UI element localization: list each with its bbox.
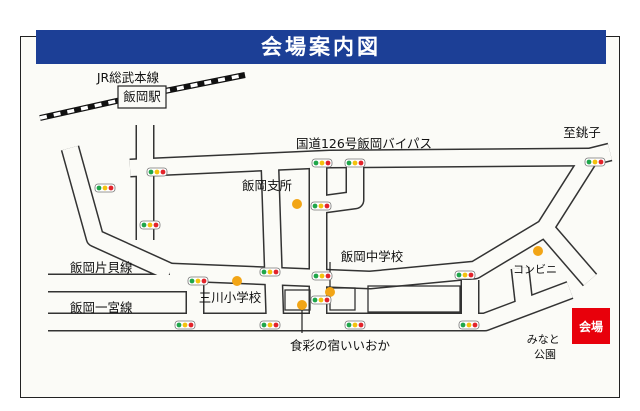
traffic-signal-icon: [174, 320, 196, 330]
traffic-signal-icon: [311, 158, 333, 168]
traffic-signals: [94, 157, 606, 330]
ichinomiya-road-label: 飯岡一宮線: [70, 300, 133, 315]
inn-marker: [297, 300, 307, 310]
park-label-line-2: 公園: [534, 348, 556, 361]
konbini-marker: [533, 246, 543, 256]
junior-high-label: 飯岡中学校: [341, 249, 404, 264]
venue-label: 会場: [579, 319, 603, 334]
traffic-signal-icon: [310, 201, 332, 211]
elementary-marker: [232, 276, 242, 286]
station-label: 飯岡駅: [123, 89, 161, 104]
traffic-signal-icon: [344, 158, 366, 168]
direction-label: 至銚子: [563, 125, 601, 140]
traffic-signal-icon: [187, 276, 209, 286]
page-title: 会場案内図: [36, 30, 606, 64]
inn-label: 食彩の宿いいおか: [290, 338, 391, 353]
traffic-signal-icon: [94, 183, 116, 193]
junior-high-marker: [325, 287, 335, 297]
station-box: [117, 85, 167, 109]
traffic-signal-icon: [458, 320, 480, 330]
katakai-road-label: 飯岡片貝線: [70, 260, 133, 275]
branch-office-marker: [292, 199, 302, 209]
traffic-signal-icon: [584, 157, 606, 167]
traffic-signal-icon: [259, 320, 281, 330]
traffic-signal-icon: [454, 270, 476, 280]
traffic-signal-icon: [259, 267, 281, 277]
traffic-signal-icon: [311, 271, 333, 281]
traffic-signal-icon: [310, 295, 332, 305]
venue-marker: [572, 308, 610, 344]
railway-line-label: JR総武本線: [96, 70, 160, 85]
traffic-signal-icon: [139, 220, 161, 230]
traffic-signal-icon: [344, 320, 366, 330]
park-label-line-1: みなと: [527, 333, 560, 346]
branch-office-label: 飯岡支所: [242, 178, 292, 193]
konbini-label: コンビニ: [513, 263, 557, 276]
traffic-signal-icon: [146, 167, 168, 177]
park-label: みなと 公園: [527, 333, 564, 361]
elementary-label: 三川小学校: [199, 290, 262, 305]
bypass-label: 国道126号飯岡バイパス: [296, 136, 432, 151]
